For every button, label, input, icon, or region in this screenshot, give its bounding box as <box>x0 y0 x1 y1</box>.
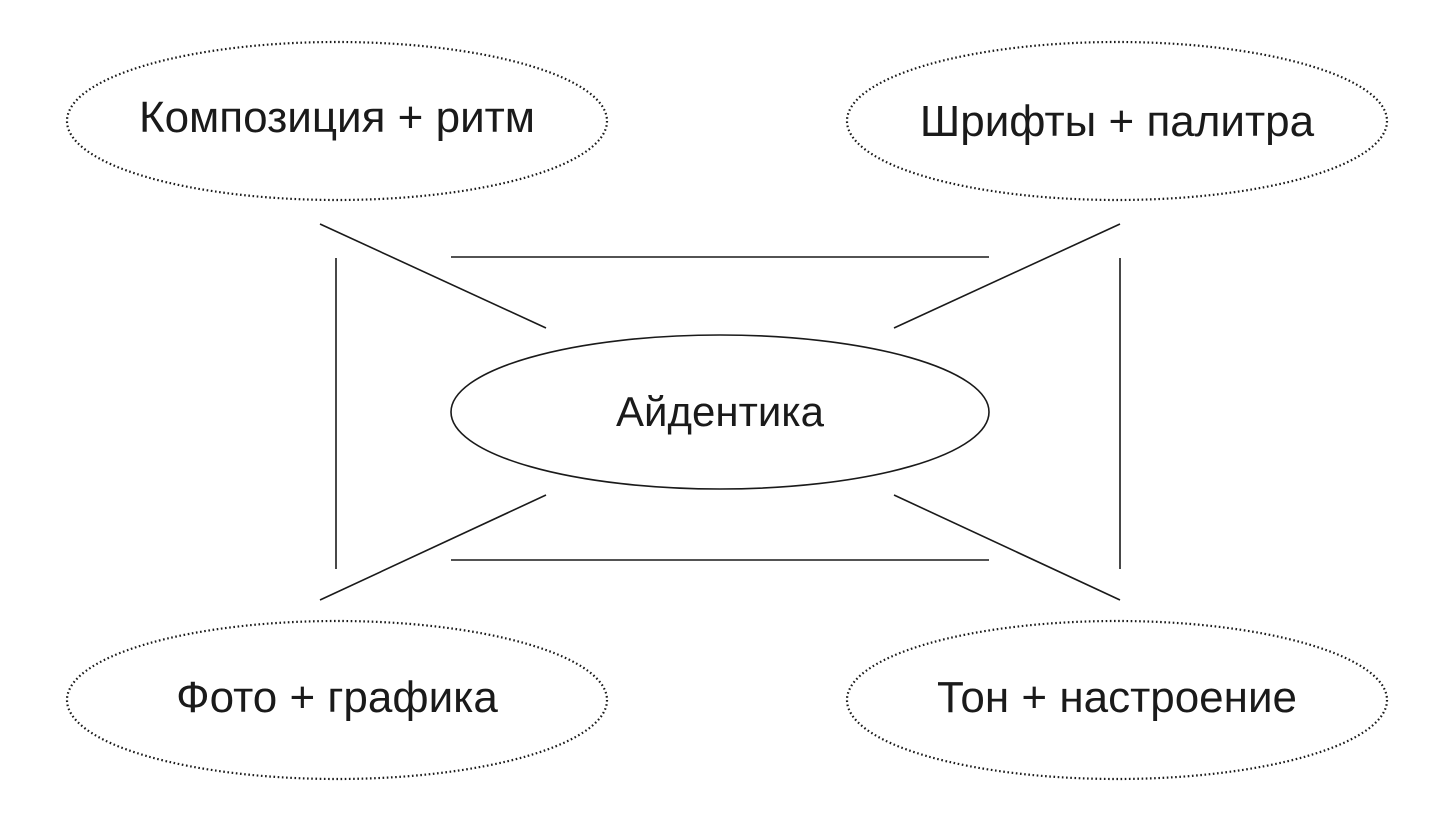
connector-bottom-left <box>319 494 547 601</box>
center-node: Айдентика <box>450 334 990 490</box>
connector-top-right <box>893 223 1121 329</box>
connector-bottom-right <box>893 494 1121 601</box>
center-node-ellipse <box>450 334 990 490</box>
outer-node-bottom-left: Фото + графика <box>65 619 609 781</box>
outer-node-label: Тон + настроение <box>937 673 1297 722</box>
connector-lines <box>319 223 1121 601</box>
outer-node-ellipse <box>65 619 609 781</box>
outer-node-top-left: Композиция + ритм <box>65 40 609 202</box>
outer-node-top-right: Шрифты + палитра <box>845 40 1389 202</box>
outer-node-ellipse <box>845 619 1389 781</box>
outer-node-label: Композиция + ритм <box>139 93 535 142</box>
outer-node-bottom-right: Тон + настроение <box>845 619 1389 781</box>
outer-node-ellipse <box>65 40 609 202</box>
center-node-label: Айдентика <box>616 388 825 435</box>
connector-top-left <box>319 223 547 329</box>
outer-node-label: Шрифты + палитра <box>920 97 1315 146</box>
outer-node-ellipse <box>845 40 1389 202</box>
outer-node-label: Фото + графика <box>176 673 498 722</box>
